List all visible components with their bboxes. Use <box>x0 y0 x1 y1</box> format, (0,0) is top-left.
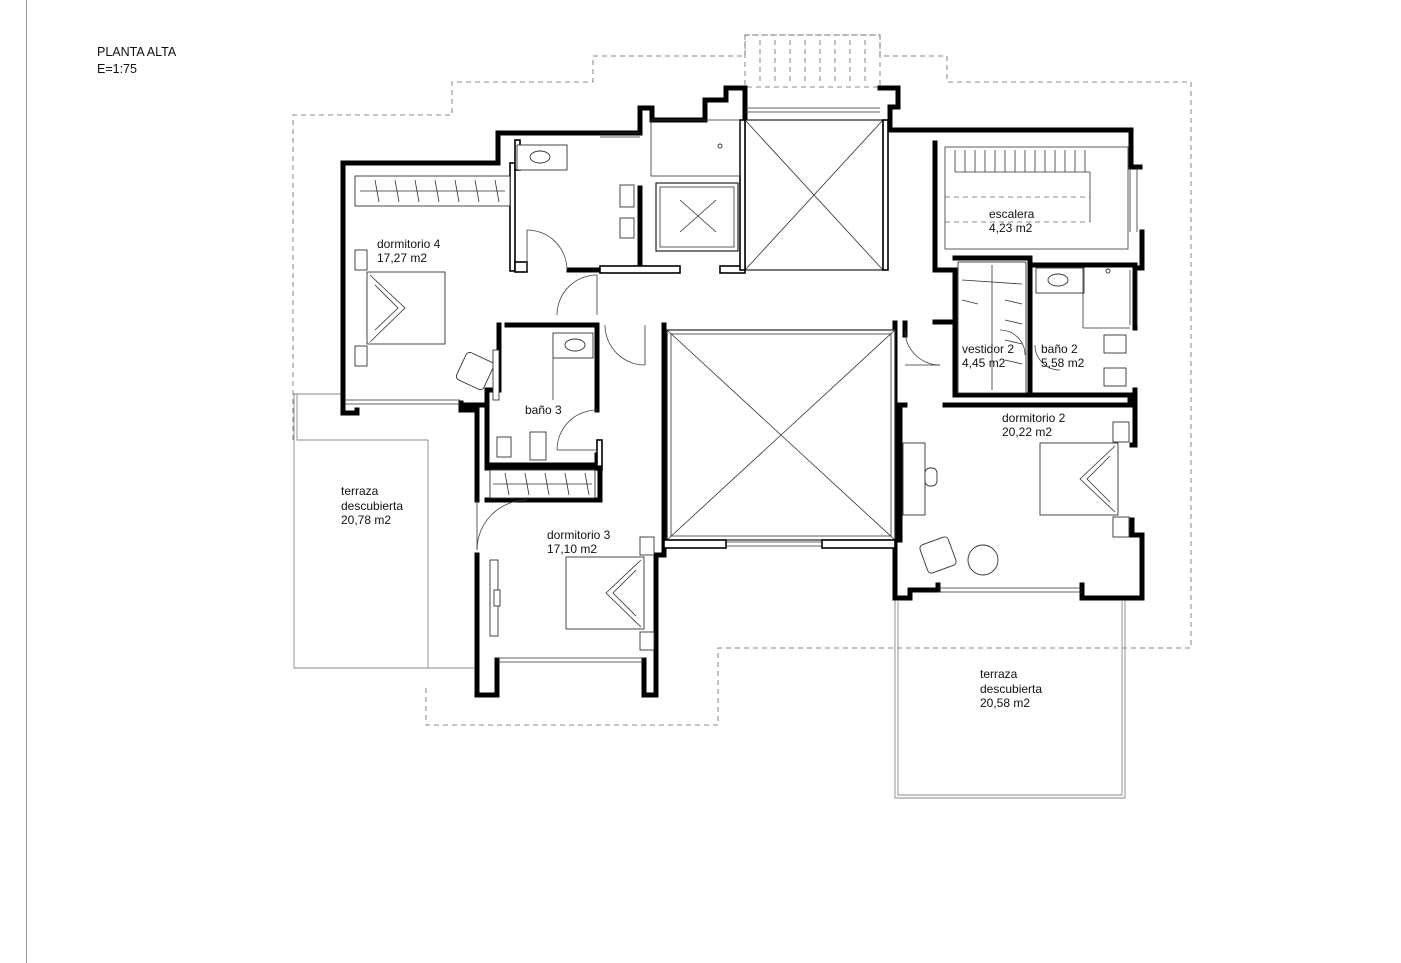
roof-outline <box>292 34 1192 726</box>
room-label-dormitorio-3: dormitorio 3 17,10 m2 <box>547 528 611 556</box>
room-area: 20,58 m2 <box>980 696 1030 710</box>
fixtures-bath-top <box>516 143 723 239</box>
room-label-dormitorio-4: dormitorio 4 17,27 m2 <box>377 237 441 265</box>
windows <box>345 107 1138 663</box>
room-name-line2: descubierta <box>980 682 1042 696</box>
chair-dormitorio-4 <box>455 349 500 401</box>
room-name: terraza <box>341 484 379 498</box>
room-name: dormitorio 2 <box>1002 411 1066 425</box>
room-area: 5,58 m2 <box>1041 356 1085 370</box>
room-area: 17,27 m2 <box>377 251 427 265</box>
void-top <box>739 119 889 271</box>
bed-dormitorio-3 <box>565 536 655 651</box>
interior-walls <box>484 139 1138 543</box>
room-name-line2: descubierta <box>341 499 403 513</box>
room-name: terraza <box>980 667 1018 681</box>
terrace-right-outline <box>894 598 1126 799</box>
room-area: 17,10 m2 <box>547 542 597 556</box>
closet-vestidor-2 <box>957 261 1027 394</box>
room-area: 20,22 m2 <box>1002 425 1052 439</box>
room-area: 4,23 m2 <box>989 221 1033 235</box>
room-label-terraza-right: terraza descubierta 20,58 m2 <box>980 667 1042 710</box>
room-name: dormitorio 4 <box>377 237 441 251</box>
fixtures-bath-3 <box>496 332 594 461</box>
room-name: baño 3 <box>525 403 562 417</box>
room-area: 20,78 m2 <box>341 513 391 527</box>
bed-dormitorio-4 <box>354 249 446 367</box>
closet-dormitorio-3 <box>489 469 596 499</box>
stair <box>944 146 1129 250</box>
bed-dormitorio-2 <box>1039 421 1130 538</box>
closet-dormitorio-4 <box>354 175 511 207</box>
room-name: dormitorio 3 <box>547 528 611 542</box>
room-name: vestidor 2 <box>962 342 1014 356</box>
room-label-bano-2: baño 2 5,58 m2 <box>1041 342 1085 370</box>
plan-title: PLANTA ALTA <box>97 45 177 59</box>
room-label-escalera: escalera 4,23 m2 <box>989 207 1035 235</box>
room-name: baño 2 <box>1041 342 1078 356</box>
plan-scale: E=1:75 <box>97 62 137 76</box>
fixtures-bath-2 <box>1035 267 1130 387</box>
chair-dormitorio-2 <box>902 442 999 576</box>
terrace-left-outline <box>293 393 474 669</box>
room-label-bano-3: baño 3 <box>525 403 562 417</box>
room-label-terraza-left: terraza descubierta 20,78 m2 <box>341 484 403 527</box>
skylight-small <box>650 119 741 252</box>
desk-dormitorio-3 <box>489 559 501 637</box>
room-area: 4,45 m2 <box>962 356 1006 370</box>
room-label-dormitorio-2: dormitorio 2 20,22 m2 <box>1002 411 1066 439</box>
door-swings <box>476 229 1061 551</box>
sheet-margin-line <box>26 0 27 963</box>
void-center <box>663 329 896 549</box>
room-label-vestidor-2: vestidor 2 4,45 m2 <box>962 342 1014 370</box>
room-name: escalera <box>989 207 1035 221</box>
